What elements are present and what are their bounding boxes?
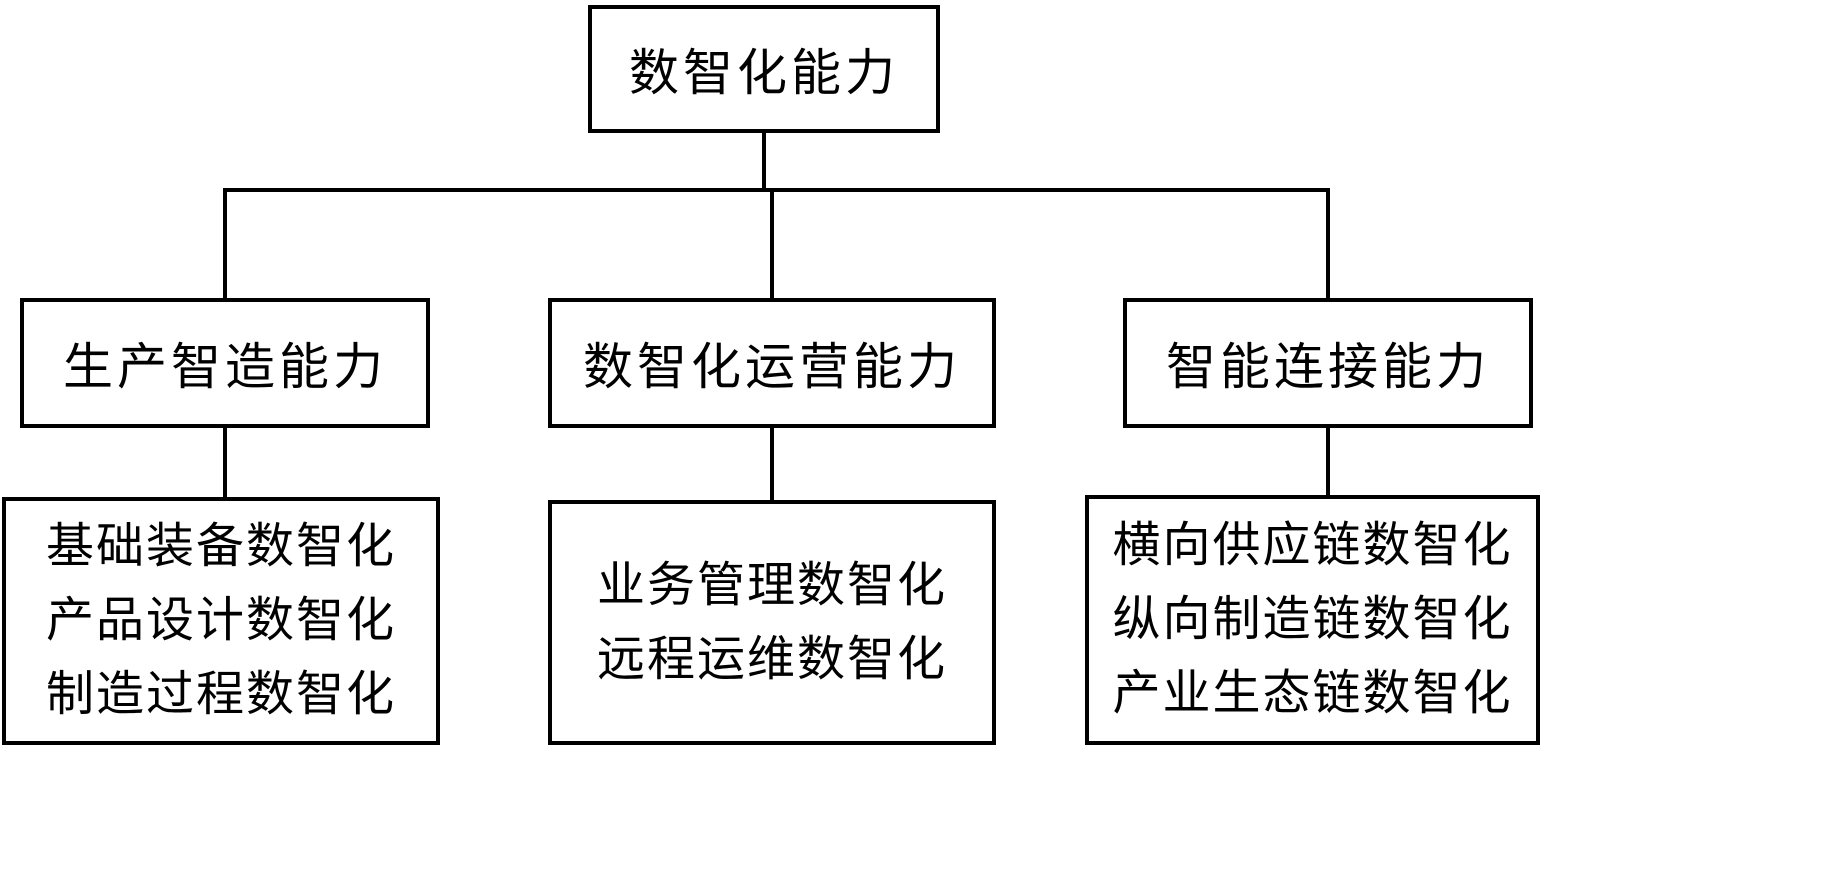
leaf-item: 产品设计数智化: [45, 594, 396, 647]
leaf-item: 业务管理数智化: [596, 558, 947, 612]
leaf-node-production-items: 基础装备数智化 产品设计数智化 制造过程数智化: [2, 497, 440, 745]
branch-node-connectivity: 智能连接能力: [1123, 298, 1533, 428]
leaf-item: 横向供应链数智化: [1112, 519, 1513, 572]
branch-node-label: 智能连接能力: [1166, 339, 1490, 395]
root-node-label: 数智化能力: [629, 45, 899, 101]
leaf-node-connectivity-items: 横向供应链数智化 纵向制造链数智化 产业生态链数智化: [1085, 495, 1540, 745]
leaf-item: 产业生态链数智化: [1112, 667, 1513, 720]
leaf-node-operations-items: 业务管理数智化 远程运维数智化: [548, 500, 996, 745]
leaf-item: 制造过程数智化: [45, 668, 396, 721]
branch-node-label: 数智化运营能力: [583, 339, 961, 395]
branch-node-label: 生产智造能力: [63, 339, 387, 395]
branch-node-production: 生产智造能力: [20, 298, 430, 428]
leaf-item: 纵向制造链数智化: [1112, 593, 1513, 646]
root-node: 数智化能力: [588, 5, 940, 133]
branch-node-operations: 数智化运营能力: [548, 298, 996, 428]
leaf-item: 远程运维数智化: [596, 632, 947, 686]
leaf-item: 基础装备数智化: [45, 520, 396, 573]
